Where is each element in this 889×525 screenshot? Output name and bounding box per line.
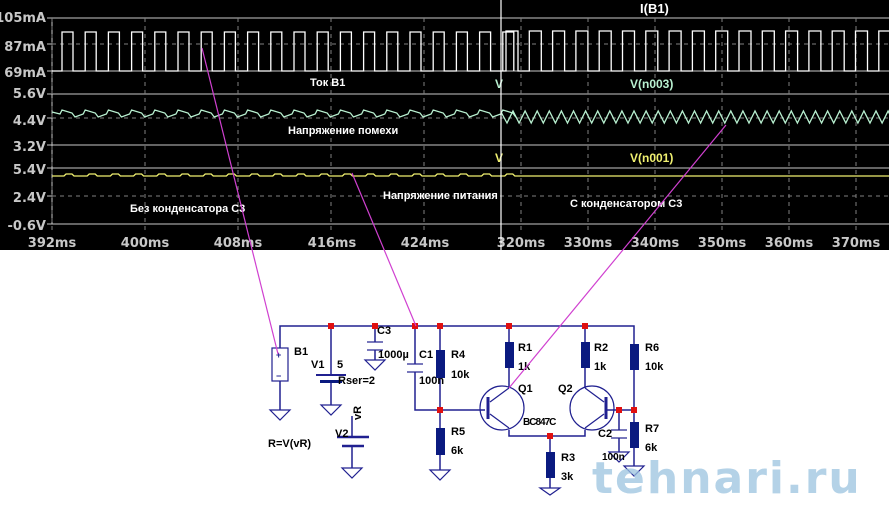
y-tick: 4.4V <box>13 114 46 129</box>
x-tick: 370ms <box>832 236 881 250</box>
component-q2[interactable]: Q2 <box>558 383 615 431</box>
component-c3[interactable]: C3 1000µ <box>367 325 409 361</box>
ground-icon <box>607 451 631 463</box>
y-tick: -0.6V <box>8 219 47 234</box>
svg-text:6k: 6k <box>451 445 464 457</box>
svg-text:V1: V1 <box>311 359 324 371</box>
svg-text:R3: R3 <box>561 452 575 464</box>
component-r3[interactable]: R3 3k <box>546 452 575 483</box>
svg-text:Q2: Q2 <box>558 383 573 395</box>
component-b1[interactable]: + − B1 R=V(vR) <box>268 346 311 450</box>
annotation-noise: Напряжение помехи <box>288 125 398 137</box>
cursor-marker[interactable]: V <box>495 151 503 165</box>
component-r2[interactable]: R2 1k <box>581 342 608 373</box>
component-r6[interactable]: R6 10k <box>630 342 664 373</box>
x-axis-left: 392ms 400ms 408ms 416ms 424ms <box>28 236 450 250</box>
probe-line-supply <box>351 172 417 327</box>
svg-text:R7: R7 <box>645 423 659 435</box>
section-label-with-c3: С конденсатором С3 <box>570 198 682 210</box>
component-q1[interactable]: Q1 <box>479 383 533 431</box>
component-r4[interactable]: R4 10k <box>436 349 470 381</box>
x-tick: 360ms <box>765 236 814 250</box>
transistor-model-label: BC847C <box>523 417 556 428</box>
watermark: tehnari.ru <box>592 453 862 504</box>
ground-icon <box>268 409 292 421</box>
label-b1: B1 <box>294 346 308 358</box>
ground-icon <box>428 469 452 481</box>
svg-text:V2: V2 <box>335 428 348 440</box>
y-tick: 87mA <box>4 40 46 55</box>
svg-text:10k: 10k <box>451 369 470 381</box>
svg-text:+: + <box>276 350 281 360</box>
svg-text:Rser=2: Rser=2 <box>338 375 375 387</box>
ground-symbols <box>268 359 646 496</box>
x-tick: 340ms <box>631 236 680 250</box>
x-tick: 350ms <box>698 236 747 250</box>
svg-text:Q1: Q1 <box>518 383 533 395</box>
y-tick: 69mA <box>4 66 46 81</box>
svg-text:1k: 1k <box>594 361 607 373</box>
resistors: R4 10k R5 6k R1 1k R2 1k R6 10k R7 6k R3… <box>436 342 664 483</box>
ground-icon <box>340 467 364 479</box>
trace-vn001 <box>52 173 889 177</box>
svg-text:5: 5 <box>337 359 343 371</box>
cursor-marker[interactable]: V <box>495 77 503 91</box>
trace-label-ib1[interactable]: I(B1) <box>640 1 669 16</box>
x-tick: 400ms <box>121 236 170 250</box>
trace-label-vn001[interactable]: V(n001) <box>630 151 673 165</box>
svg-text:R2: R2 <box>594 342 608 354</box>
svg-text:R5: R5 <box>451 426 465 438</box>
component-r5[interactable]: R5 6k <box>436 426 465 457</box>
svg-text:6k: 6k <box>645 442 658 454</box>
component-r7[interactable]: R7 6k <box>630 422 659 454</box>
svg-text:1k: 1k <box>518 361 531 373</box>
probe-line-current <box>201 47 279 355</box>
trace-ib1 <box>52 30 889 72</box>
b1-expression: R=V(vR) <box>268 438 311 450</box>
svg-text:C1: C1 <box>419 349 433 361</box>
x-tick: 320ms <box>497 236 546 250</box>
svg-text:R6: R6 <box>645 342 659 354</box>
svg-text:3k: 3k <box>561 471 574 483</box>
x-tick: 424ms <box>401 236 450 250</box>
ground-icon <box>622 465 646 477</box>
x-axis-right: 320ms 330ms 340ms 350ms 360ms 370ms <box>497 236 881 250</box>
component-v2[interactable]: V2 vR <box>335 406 369 448</box>
x-tick: 408ms <box>214 236 263 250</box>
plot-traces <box>51 30 889 177</box>
trace-label-vn003[interactable]: V(n003) <box>630 77 673 91</box>
svg-text:R4: R4 <box>451 349 466 361</box>
y-tick: 5.4V <box>13 163 46 178</box>
svg-text:100n: 100n <box>602 452 625 463</box>
y-tick: 105mA <box>0 11 46 26</box>
component-r1[interactable]: R1 1k <box>505 342 532 373</box>
svg-text:R1: R1 <box>518 342 532 354</box>
component-v1[interactable]: V1 5 Rser=2 <box>311 359 375 387</box>
net-label-vr: vR <box>352 406 364 420</box>
ground-icon <box>363 359 387 371</box>
trace-vn003 <box>51 109 889 125</box>
svg-text:C3: C3 <box>377 325 391 337</box>
probe-lines <box>201 47 727 389</box>
annotation-current: Ток В1 <box>310 77 345 89</box>
waveform-viewer[interactable]: 105mA 87mA 69mA I(B1) Ток В1 5.6V 4.4V 3… <box>0 0 889 250</box>
svg-text:C2: C2 <box>598 428 612 440</box>
svg-text:1000µ: 1000µ <box>378 349 409 361</box>
svg-text:−: − <box>276 371 281 381</box>
ground-icon <box>319 404 343 416</box>
svg-text:10k: 10k <box>645 361 664 373</box>
probe-line-noise <box>508 124 727 389</box>
annotation-supply: Напряжение питания <box>383 190 498 202</box>
y-tick: 2.4V <box>13 191 46 206</box>
component-c2[interactable]: C2 100n <box>598 428 627 463</box>
x-tick: 416ms <box>308 236 357 250</box>
x-tick: 330ms <box>564 236 613 250</box>
y-tick: 5.6V <box>13 87 46 102</box>
junction-nodes <box>328 323 637 439</box>
ground-icon <box>538 487 562 496</box>
section-label-without-c3: Без конденсатора С3 <box>130 203 245 215</box>
y-tick: 3.2V <box>13 140 46 155</box>
x-tick: 392ms <box>28 236 77 250</box>
